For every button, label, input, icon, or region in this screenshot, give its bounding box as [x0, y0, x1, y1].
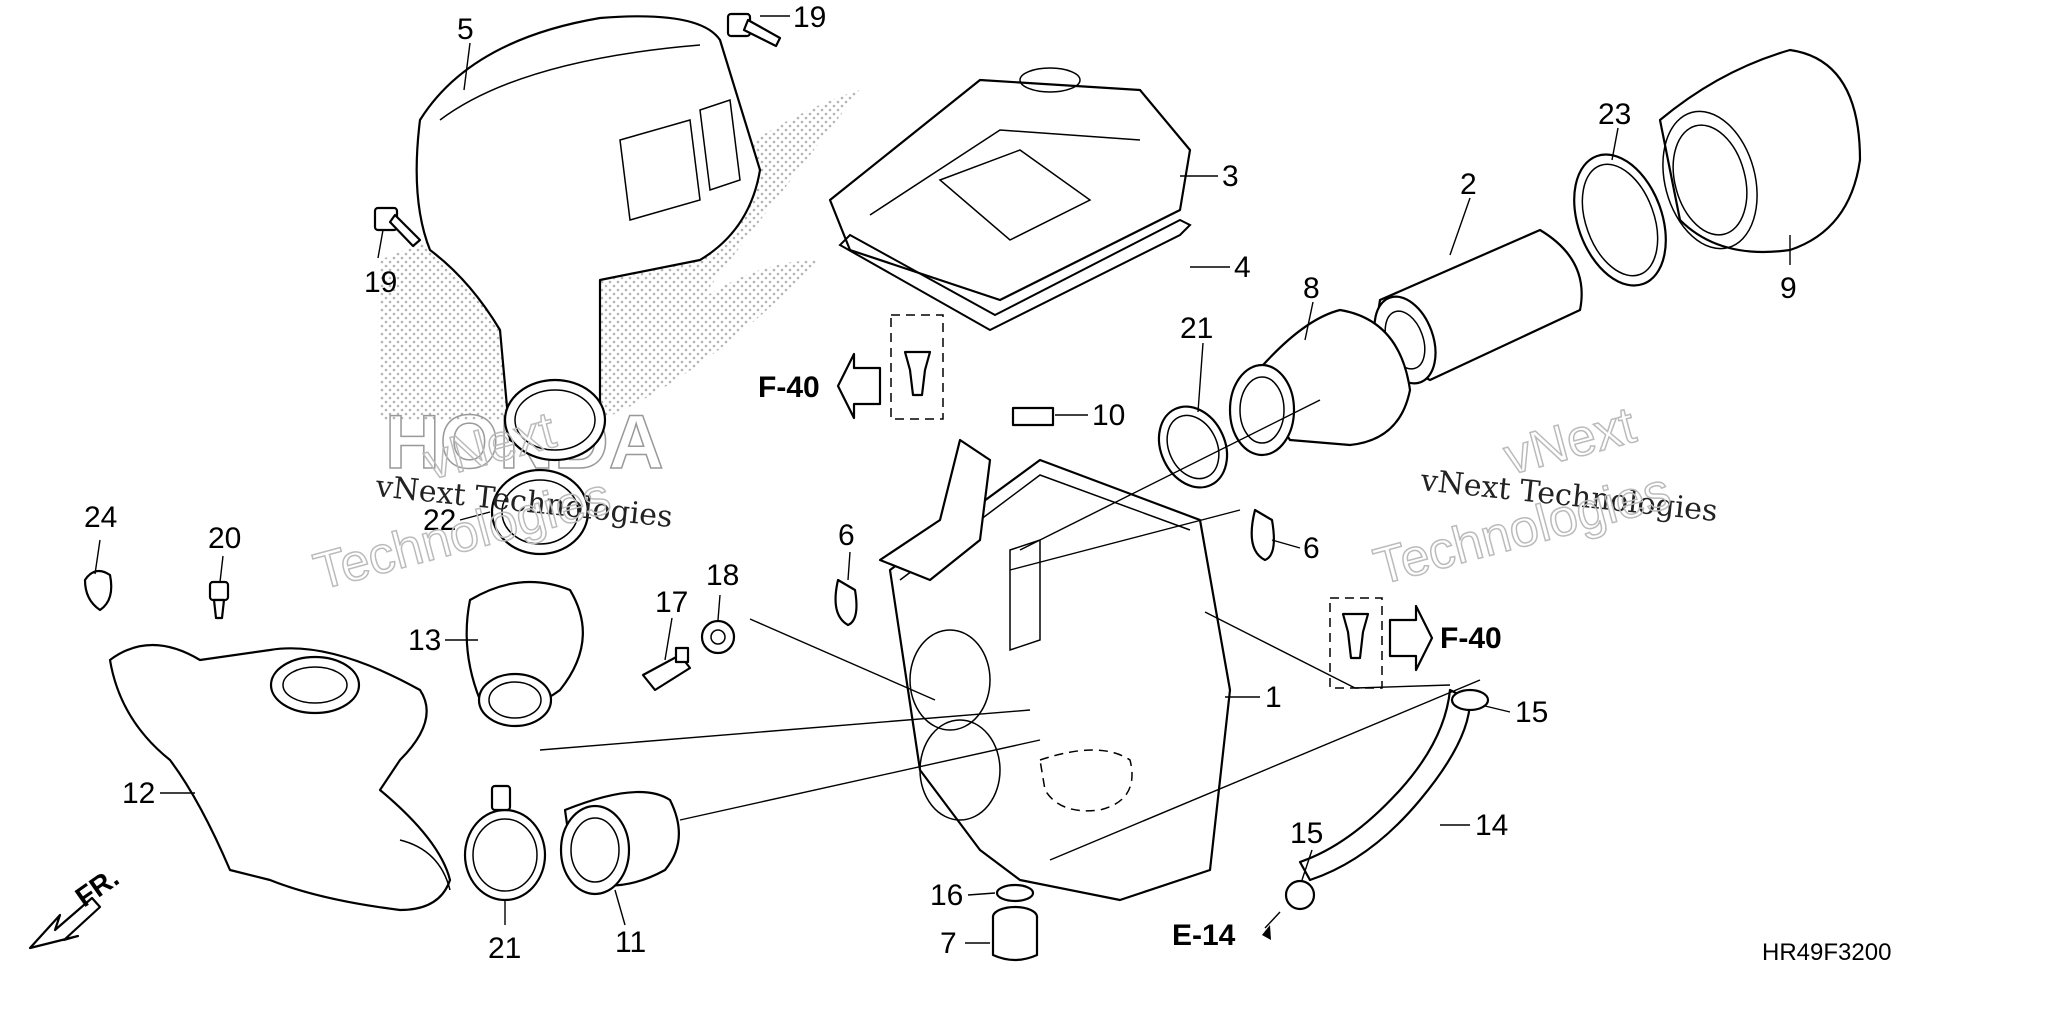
callout-14: 14: [1475, 809, 1508, 842]
part-4-gasket: [838, 218, 1192, 332]
callout-17: 17: [655, 586, 688, 619]
part-1-air-cleaner-case: [878, 438, 1232, 902]
watermark-right: vNext Technologies Technologies vNext: [1367, 395, 1719, 597]
callout-9: 9: [1780, 272, 1797, 305]
ref-f40-right: F-40: [1388, 604, 1502, 672]
callout-7: 7: [940, 927, 957, 960]
part-18-grommet: [700, 619, 736, 655]
part-23-clamp: [1573, 153, 1667, 287]
callout-2: 2: [1460, 168, 1477, 201]
ref-e14: E-14: [1172, 919, 1271, 952]
part-19-bolt-top: [726, 12, 782, 48]
part-7-drain-plug: [991, 905, 1039, 962]
part-6-clip-right: [1250, 508, 1275, 562]
svg-text:F-40: F-40: [758, 371, 820, 404]
diagram-code: HR49F3200: [1762, 939, 1891, 966]
leader-lines: [94, 15, 1791, 944]
callout-15-lower: 15: [1290, 817, 1323, 850]
part-9-foam-filter: [1658, 48, 1862, 254]
callout-13: 13: [408, 624, 441, 657]
callout-8: 8: [1303, 272, 1320, 305]
callout-5: 5: [457, 13, 474, 46]
ref-f40-left: F-40: [758, 352, 882, 420]
callout-23: 23: [1598, 98, 1631, 131]
callout-21-upper: 21: [1180, 312, 1213, 345]
part-13-boot: [465, 580, 584, 728]
part-20-push-rivet: [208, 580, 230, 620]
callout-10: 10: [1092, 399, 1125, 432]
svg-text:F-40: F-40: [1440, 622, 1502, 655]
push-rivet-lower: [1329, 597, 1383, 689]
callout-3: 3: [1222, 160, 1239, 193]
push-rivet-upper: [890, 314, 944, 420]
part-6-clip-left: [834, 578, 858, 627]
part-12-intake-duct: [108, 644, 452, 912]
part-11-boot: [559, 790, 680, 896]
callout-labels: 5 19 19 3 4 23 2 9 8 21 10 22 24 20 6 6 …: [84, 1, 1797, 965]
part-19-bolt-left: [373, 206, 422, 248]
callout-11: 11: [615, 926, 646, 959]
callout-16: 16: [930, 879, 963, 912]
callout-18: 18: [706, 559, 739, 592]
callout-20: 20: [208, 522, 241, 555]
part-5-air-duct: [415, 15, 762, 462]
part-15-clamp-lower: [1284, 879, 1316, 911]
callout-4: 4: [1234, 251, 1251, 284]
front-arrow: FR.: [28, 862, 125, 950]
callout-22: 22: [423, 504, 456, 537]
svg-text:FR.: FR.: [70, 862, 125, 913]
callout-6-right: 6: [1303, 532, 1320, 565]
part-17-sensor: [641, 646, 692, 692]
callout-19-left: 19: [364, 266, 397, 299]
part-24-clip: [83, 569, 113, 612]
part-10-seal: [1011, 406, 1055, 427]
callout-6-left: 6: [838, 519, 855, 552]
part-8-inlet-boot: [1228, 308, 1412, 457]
part-21-clamp-upper: [1157, 405, 1229, 489]
part-3-air-cleaner-cover: [828, 67, 1192, 302]
callout-21-lower: 21: [488, 932, 521, 965]
callout-15-upper: 15: [1515, 696, 1548, 729]
callout-24: 24: [84, 501, 117, 534]
part-14-drain-hose: [1298, 688, 1472, 882]
part-22-clamp: [490, 468, 590, 556]
part-16-o-ring: [995, 883, 1035, 903]
callout-19-top: 19: [793, 1, 826, 34]
callout-12: 12: [122, 777, 155, 810]
part-21-clamp-lower: [463, 784, 547, 902]
svg-text:E-14: E-14: [1172, 919, 1236, 952]
callout-1: 1: [1265, 681, 1282, 714]
part-15-clamp-upper: [1450, 688, 1490, 712]
